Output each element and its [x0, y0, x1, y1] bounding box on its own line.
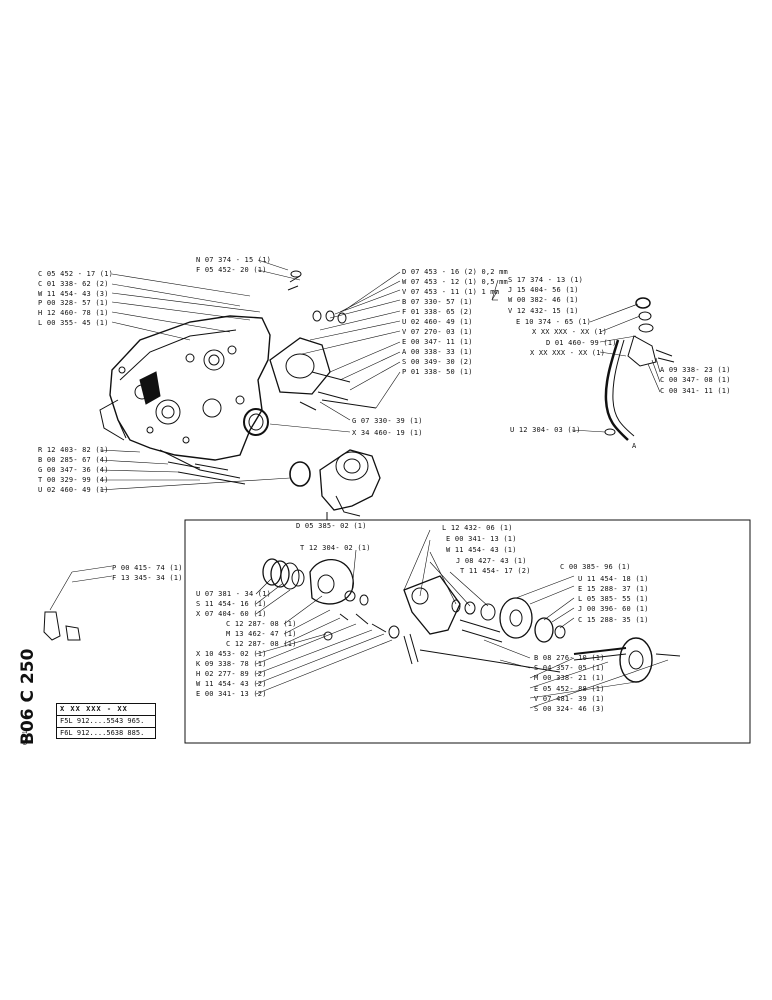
leader-lines — [49, 259, 661, 611]
label-u11454-18: U 11 454- 18 (1) — [578, 575, 649, 583]
label-u02460-49: U 02 460- 49 (1) — [402, 318, 473, 326]
label-c01338-62: C 01 338- 62 (2) — [38, 280, 109, 288]
reference-table-row-1: F5L 912....5543 965. — [57, 716, 155, 728]
label-t00329-99: T 00 329- 99 (4) — [38, 476, 109, 484]
label-f01338-65: F 01 338- 65 (2) — [402, 308, 473, 316]
box-parts-right — [419, 637, 681, 683]
label-b00285-67: B 00 285- 67 (4) — [38, 456, 109, 464]
label-c15288-35: C 15 288- 35 (1) — [578, 616, 649, 624]
label-b08276-10: B 08 276- 10 (1) — [534, 654, 605, 662]
label-t11454-17: T 11 454- 17 (2) — [460, 567, 531, 575]
label-l12432-06: L 12 432- 06 (1) — [442, 524, 513, 532]
label-m13462-47: M 13 462- 47 (1) — [226, 630, 297, 638]
label-a00338-33: A 00 338- 33 (1) — [402, 348, 473, 356]
label-c00341-11: C 00 341- 11 (1) — [660, 387, 731, 395]
oil-pipe — [604, 297, 675, 441]
label-d01460-99: D 01 460- 99 (1) — [546, 339, 617, 347]
label-s11454-16: S 11 454- 16 (1) — [196, 600, 267, 608]
label-f13345-34: F 13 345- 34 (1) — [112, 574, 183, 582]
label-p00328-57: P 00 328- 57 (1) — [38, 299, 109, 307]
label-w11454-43: W 11 454- 43 (3) — [38, 290, 109, 298]
label-w00382-46: W 00 382- 46 (1) — [508, 296, 579, 304]
label-x34460-19: X 34 460- 19 (1) — [352, 429, 423, 437]
label-s00324-46: S 00 324- 46 (3) — [534, 705, 605, 713]
label-j08427-43: J 08 427- 43 (1) — [456, 557, 527, 565]
label-u02460-49b: U 02 460- 49 (1) — [38, 486, 109, 494]
label-h02277-89: H 02 277- 89 (2) — [196, 670, 267, 678]
reference-table-header: X XX XXX - XX — [57, 704, 155, 716]
label-m00338-21: M 00 338- 21 (1) — [534, 674, 605, 682]
label-n07374-15: N 07 374 - 15 (1) — [196, 256, 272, 264]
label-e00341-13b: E 00 341- 13 (2) — [196, 690, 267, 698]
label-d07453-16: D 07 453 - 16 (2) 0,2 mm — [402, 268, 508, 276]
label-j00396-60: J 00 396- 60 (1) — [578, 605, 649, 613]
label-w07453-12: W 07 453 - 12 (1) 0,5 mm — [402, 278, 508, 286]
label-c12287-08a: C 12 287- 08 (1) — [226, 620, 297, 628]
label-s00349-30: S 00 349- 30 (2) — [402, 358, 473, 366]
label-k09338-78: K 09 338- 78 (1) — [196, 660, 267, 668]
label-s17374-13: S 17 374 - 13 (1) — [508, 276, 584, 284]
label-w11454-43b: W 11 454- 43 (2) — [196, 680, 267, 688]
label-a-marker: A — [632, 442, 637, 450]
label-b07330-57: B 07 330- 57 (1) — [402, 298, 473, 306]
label-l05385-55: L 05 385- 55 (1) — [578, 595, 649, 603]
label-e15288-37: E 15 288- 37 (1) — [578, 585, 649, 593]
label-e05452-88: E 05 452- 88 (1) — [534, 685, 605, 693]
label-h12460-78: H 12 460- 78 (1) — [38, 309, 109, 317]
label-g00347-36: G 00 347- 36 (4) — [38, 466, 109, 474]
label-v07453-11: V 07 453 - 11 (1) 1 mm — [402, 288, 500, 296]
label-t12304-02: T 12 304- 02 (1) — [300, 544, 371, 552]
label-s04357-05: S 04 357- 05 (1) — [534, 664, 605, 672]
label-a09338-23: A 09 338- 23 (1) — [660, 366, 731, 374]
label-e00347-11: E 00 347- 11 (1) — [402, 338, 473, 346]
label-v07270-03: V 07 270- 03 (1) — [402, 328, 473, 336]
label-v07481-39: V 07 481- 39 (1) — [534, 695, 605, 703]
label-x07404-60: X 07 404- 60 (1) — [196, 610, 267, 618]
label-r12403-82: R 12 403- 82 (1) — [38, 446, 109, 454]
label-u07381-34: U 07 381 - 34 (1) — [196, 590, 272, 598]
label-g07330-39: G 07 330- 39 (1) — [352, 417, 423, 425]
label-x10453-02: X 10 453- 02 (1) — [196, 650, 267, 658]
label-l00355-45: L 00 355- 45 (1) — [38, 319, 109, 327]
label-v12432-15: V 12 432- 15 (1) — [508, 307, 579, 315]
label-c00385-96: C 00 385- 96 (1) — [560, 563, 631, 571]
label-p00415-74: P 00 415- 74 (1) — [112, 564, 183, 572]
label-w11454-43c: W 11 454- 43 (1) — [446, 546, 517, 554]
label-e00341-13: E 00 341- 13 (1) — [446, 535, 517, 543]
label-c12287-08b: C 12 287- 08 (1) — [226, 640, 297, 648]
label-u12304-03: U 12 304- 03 (1) — [510, 426, 581, 434]
page-date: 6-71 — [22, 730, 29, 745]
label-e10374-65: E 10 374 - 65 (1) — [516, 318, 592, 326]
label-j15404-56: J 15 404- 56 (1) — [508, 286, 579, 294]
label-c00347-08: C 00 347- 08 (1) — [660, 376, 731, 384]
label-xx-2: X XX XXX - XX (1) — [530, 349, 606, 357]
label-p01338-50: P 01 338- 50 (1) — [402, 368, 473, 376]
label-f05452-20: F 05 452- 20 (1) — [196, 266, 267, 274]
reference-table-row-2: F6L 912....5638 885. — [60, 729, 145, 737]
box-parts-center — [403, 575, 566, 665]
reference-table: X XX XXX - XX F5L 912....5543 965. F6L 9… — [56, 703, 156, 739]
label-c05452-17: C 05 452 - 17 (1) — [38, 270, 114, 278]
box-title-d05385-02: D 05 385- 02 (1) — [296, 522, 367, 530]
label-xx-1: X XX XXX - XX (1) — [532, 328, 608, 336]
timing-cover-housing — [99, 315, 271, 479]
box-parts-left — [262, 558, 400, 641]
